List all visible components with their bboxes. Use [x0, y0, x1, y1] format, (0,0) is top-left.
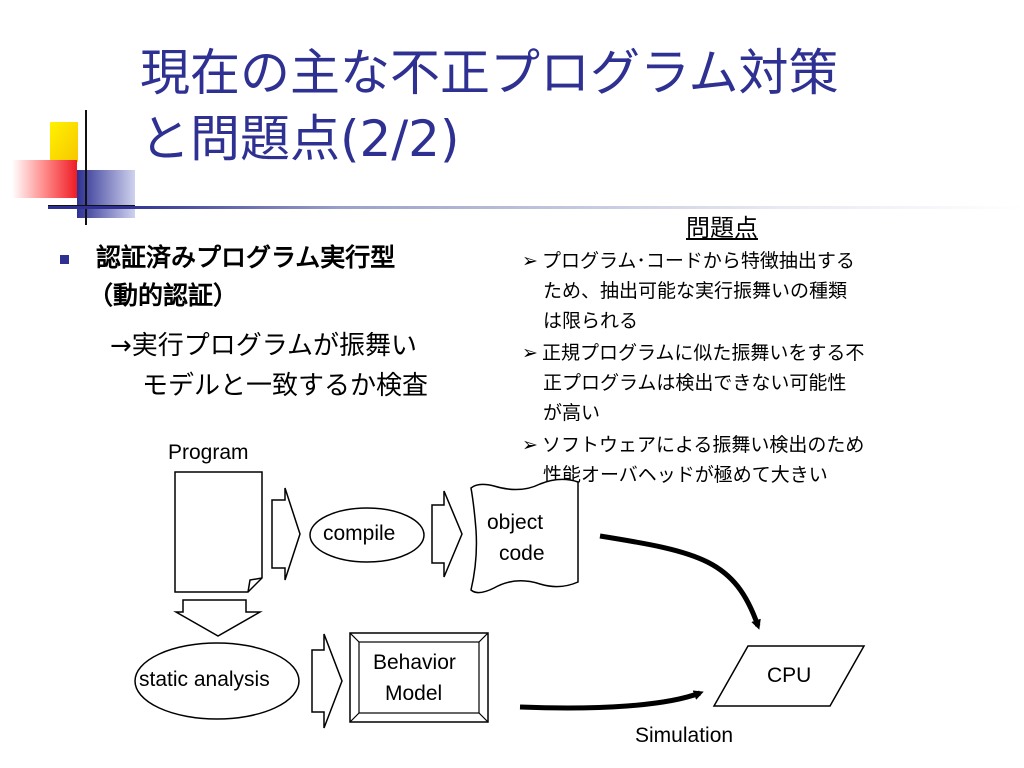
- title-line-2: と問題点(2/2): [140, 110, 460, 168]
- title-divider: [48, 206, 1024, 209]
- program-document-icon: [174, 471, 263, 593]
- problem-item-1-line-1: ➢プログラム･コードから特徴抽出する: [522, 246, 855, 276]
- problem-item-3-line-1: ➢ソフトウェアによる振舞い検出のため: [522, 430, 864, 460]
- program-label: Program: [168, 441, 249, 464]
- bullet-line-2: （動的認証）: [88, 281, 239, 310]
- block-arrow-right-icon: [431, 490, 463, 578]
- corner-decoration-icon: [12, 110, 135, 225]
- object-to-cpu-arrow: [599, 533, 761, 630]
- behavior-model-label-line-1: Behavior: [373, 651, 456, 674]
- compile-label: compile: [323, 522, 396, 545]
- block-arrow-down-icon: [173, 599, 263, 637]
- problem-item-1-line-2: ため、抽出可能な実行振舞いの種類: [543, 280, 848, 302]
- bullet-square-icon: [60, 255, 69, 264]
- problem-item-2-line-3: が高い: [543, 402, 601, 424]
- simulation-label: Simulation: [635, 724, 734, 747]
- block-arrow-right-icon: [311, 633, 343, 729]
- arrow-bullet-icon: ➢: [522, 250, 538, 272]
- model-to-cpu-arrow: [519, 690, 704, 711]
- problem-item-1-line-3: は限られる: [543, 310, 639, 332]
- bullet-line-1: 認証済みプログラム実行型: [96, 243, 396, 272]
- problem-item-3-line-2: 性能オーバヘッドが極めて大きい: [543, 464, 828, 486]
- title-line-1: 現在の主な不正プログラム対策: [140, 44, 839, 102]
- object-code-shape: [470, 478, 579, 594]
- sub-line-1: →実行プログラムが振舞い: [110, 331, 418, 361]
- behavior-model-label-line-2: Model: [385, 682, 443, 705]
- sub-line-2: モデルと一致するか検査: [142, 371, 429, 401]
- arrow-bullet-icon: ➢: [522, 434, 538, 456]
- object-code-label-line-1: object: [487, 511, 544, 534]
- block-arrow-right-icon: [271, 487, 301, 581]
- object-code-label-line-2: code: [499, 542, 545, 565]
- problem-item-2-line-1: ➢正規プログラムに似た振舞いをする不: [522, 338, 864, 368]
- cpu-label: CPU: [767, 664, 812, 687]
- page-title: 現在の主な不正プログラム対策 と問題点(2/2): [140, 40, 1000, 172]
- behavior-model-box: [349, 632, 489, 723]
- problems-heading: 問題点: [686, 214, 758, 242]
- problem-item-2-line-2: 正プログラムは検出できない可能性: [543, 372, 847, 394]
- arrow-bullet-icon: ➢: [522, 342, 538, 364]
- static-analysis-label: static analysis: [139, 668, 270, 691]
